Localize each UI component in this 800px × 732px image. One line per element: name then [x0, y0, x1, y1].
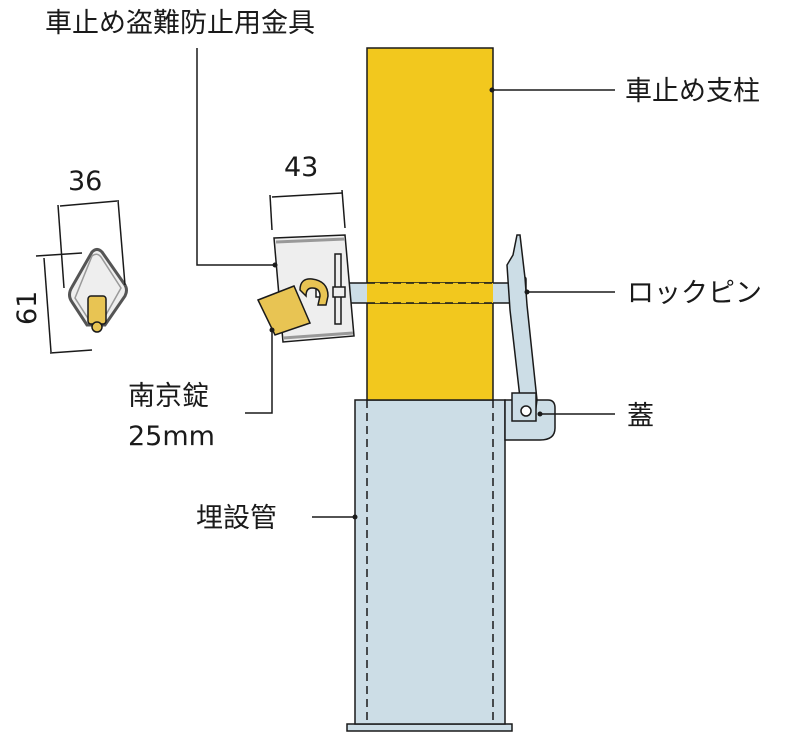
dimension-padlock-width: 36 — [68, 166, 102, 197]
label-padlock: 南京錠 — [128, 381, 209, 412]
label-buried-pipe: 埋設管 — [196, 503, 277, 534]
label-padlock-size: 25mm — [128, 421, 215, 452]
buried-pipe — [346, 399, 513, 732]
lid-arm — [506, 234, 538, 419]
padlock-front-view — [68, 248, 128, 333]
leader-lines — [196, 48, 615, 520]
dimension-padlock-height: 61 — [12, 291, 43, 325]
label-lock-pin: ロックピン — [627, 278, 762, 309]
dimension-lines — [35, 189, 346, 354]
post — [366, 47, 494, 401]
hinge-pin — [520, 405, 532, 417]
dimension-bracket-width: 43 — [284, 152, 318, 183]
label-title: 車止め盗難防止用金具 — [45, 8, 315, 39]
label-post: 車止め支柱 — [625, 76, 760, 107]
padlock — [256, 278, 329, 336]
label-lid: 蓋 — [627, 401, 654, 432]
